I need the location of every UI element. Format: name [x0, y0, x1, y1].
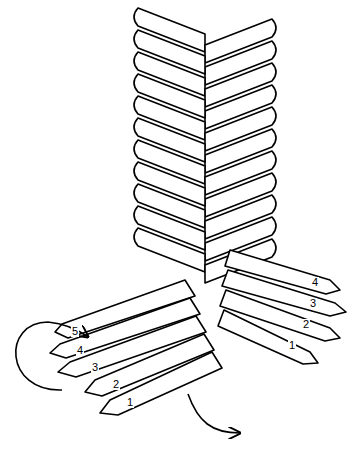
braid-body [134, 8, 276, 283]
callout-number: 1 [126, 397, 134, 408]
callout-number: 4 [76, 345, 84, 356]
callout-number: 2 [302, 319, 310, 330]
left-strands [50, 280, 222, 415]
callout-number: 2 [112, 379, 120, 390]
right-strands [218, 250, 346, 364]
motion-arrows [16, 322, 240, 433]
callout-number: 4 [311, 277, 319, 288]
callout-number: 1 [288, 340, 296, 351]
callout-number: 3 [91, 362, 99, 373]
callout-number: 5 [71, 326, 79, 337]
callout-number: 3 [309, 298, 317, 309]
